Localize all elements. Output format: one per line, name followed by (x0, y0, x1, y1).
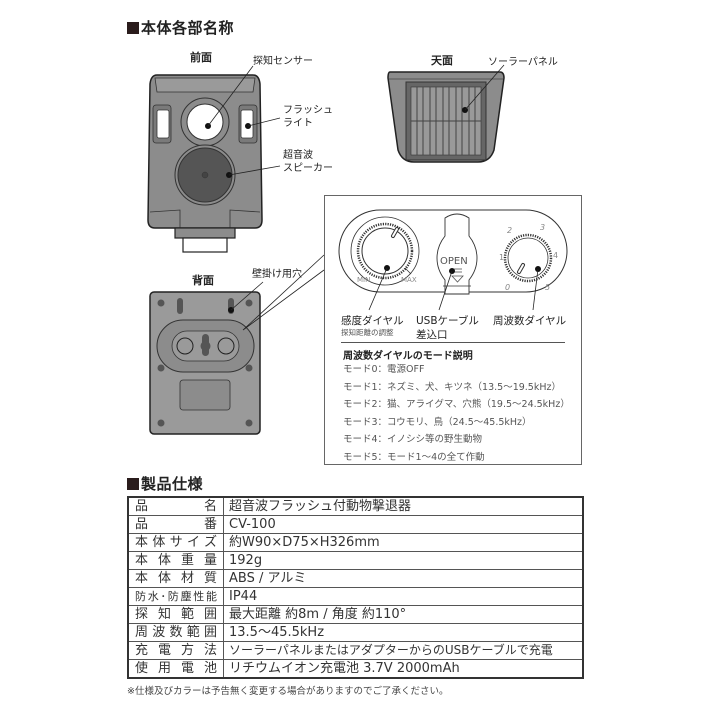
back-view-illustration (149, 254, 325, 435)
sensitivity-dial-sublabel: 探知距離の調整 (341, 328, 394, 337)
mode-item: モード5：モード1〜4の全て作動 (343, 451, 485, 463)
speaker-callout-line2: スピーカー (283, 163, 333, 174)
sensitivity-dial-label: 感度ダイヤル (341, 315, 404, 327)
spec-value: ソーラーパネルまたはアダプターからのUSBケーブルで充電 (223, 641, 584, 660)
spec-key: 防水･防塵性能 (127, 587, 224, 606)
mode-item: モード2：猫、アライグマ、穴熊（19.5〜24.5kHz） (343, 399, 570, 410)
usb-label-line1: USBケーブル (416, 315, 479, 327)
spec-value: 超音波フラッシュ付動物撃退器 (223, 496, 584, 516)
frequency-dial-label: 周波数ダイヤル (493, 315, 567, 327)
spec-key: 探知範囲 (127, 605, 224, 624)
solar-panel-callout: ソーラーパネル (488, 57, 558, 68)
max-label: MAX (401, 276, 417, 284)
mode-item: モード1：ネズミ、犬、キツネ（13.5〜19.5kHz） (343, 381, 561, 393)
front-view-illustration (147, 65, 281, 253)
mode-list: モード0：電源OFF モード1：ネズミ、犬、キツネ（13.5〜19.5kHz） … (343, 361, 570, 466)
mode-item: モード3：コウモリ、鳥（24.5〜45.5kHz） (343, 416, 532, 428)
flash-callout-line2: ライト (283, 118, 313, 129)
spec-key: 品名 (127, 496, 224, 516)
sensor-callout: 探知センサー (253, 56, 313, 67)
flash-callout-line1: フラッシュ (283, 105, 333, 116)
table-row: 探知範囲最大距離 約8m / 角度 約110° (127, 605, 584, 624)
freq-tick-0: 0 (505, 283, 510, 292)
mode-item: モード0：電源OFF (343, 364, 425, 375)
top-view-label: 天面 (431, 54, 453, 67)
freq-tick-3: 3 (540, 223, 545, 232)
spec-value: リチウムイオン充電池 3.7V 2000mAh (223, 659, 584, 679)
freq-tick-4: 4 (553, 251, 558, 260)
parts-title-text: 本体各部名称 (141, 19, 235, 37)
mode-item: モード4：イノシシ等の野生動物 (343, 434, 483, 445)
min-label: MIN (357, 276, 370, 284)
divider (341, 342, 565, 343)
top-view-illustration (387, 64, 505, 163)
spec-value: ABS / アルミ (223, 569, 584, 588)
footnote: ※仕様及びカラーは予告無く変更する場合がありますのでご了承ください。 (127, 686, 449, 697)
table-row: 充電方法ソーラーパネルまたはアダプターからのUSBケーブルで充電 (127, 641, 584, 660)
table-row: 本体サイズ約W90×D75×H326mm (127, 533, 584, 552)
control-panel-illustration: MIN MAX OPEN 0 1 2 3 4 5 (338, 209, 568, 311)
parts-section-title: 本体各部名称 (127, 17, 234, 38)
spec-key: 本体重量 (127, 551, 224, 570)
freq-tick-5: 5 (545, 283, 550, 292)
spec-key: 周波数範囲 (127, 623, 224, 642)
freq-tick-2: 2 (507, 226, 512, 235)
spec-value: IP44 (223, 587, 584, 606)
speaker-callout-line1: 超音波 (283, 150, 313, 161)
spec-value: 13.5〜45.5kHz (223, 623, 584, 642)
spec-title-text: 製品仕様 (141, 475, 204, 493)
usb-label-line2: 差込口 (416, 329, 448, 341)
spec-key: 充電方法 (127, 641, 224, 660)
wall-hole-callout: 壁掛け用穴 (252, 269, 302, 280)
spec-value: 192g (223, 551, 584, 570)
back-view-label: 背面 (192, 274, 214, 287)
mode-description-title: 周波数ダイヤルのモード説明 (343, 351, 473, 362)
open-label: OPEN (440, 256, 468, 267)
spec-key: 本体材質 (127, 569, 224, 588)
table-row: 品名超音波フラッシュ付動物撃退器 (127, 496, 584, 516)
spec-value: CV-100 (223, 515, 584, 534)
table-row: 使用電池リチウムイオン充電池 3.7V 2000mAh (127, 659, 584, 679)
spec-key: 品番 (127, 515, 224, 534)
spec-value: 約W90×D75×H326mm (223, 533, 584, 552)
spec-key: 使用電池 (127, 659, 224, 679)
square-bullet-icon (127, 22, 139, 34)
freq-tick-1: 1 (499, 253, 504, 262)
spec-section-title: 製品仕様 (127, 473, 203, 494)
control-panel-detail: MIN MAX OPEN 0 1 2 3 4 5 感度ダイヤル 探知距離の調整 … (324, 195, 582, 465)
square-bullet-icon (127, 478, 139, 490)
spec-value: 最大距離 約8m / 角度 約110° (223, 605, 584, 624)
spec-key: 本体サイズ (127, 533, 224, 552)
front-view-label: 前面 (190, 51, 212, 64)
